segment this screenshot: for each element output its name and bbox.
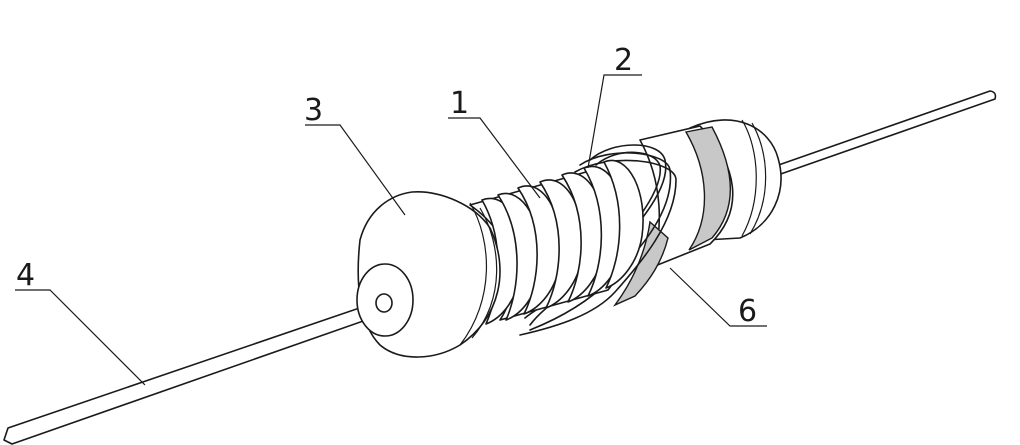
label-2: 2 bbox=[614, 43, 633, 78]
label-6: 6 bbox=[738, 294, 757, 329]
color-band-right bbox=[684, 126, 732, 251]
right-lead-wire bbox=[769, 90, 997, 177]
leader-line-3 bbox=[305, 124, 406, 216]
end-cap bbox=[356, 191, 501, 358]
label-1: 1 bbox=[450, 86, 469, 121]
lead-wire bbox=[3, 299, 390, 445]
labels: 1 2 3 4 6 bbox=[16, 43, 757, 329]
label-3: 3 bbox=[304, 93, 323, 128]
leader-line-1 bbox=[448, 117, 541, 199]
label-4: 4 bbox=[16, 258, 35, 293]
grooved-core bbox=[469, 159, 644, 325]
leader-lines bbox=[15, 74, 767, 386]
leader-line-4 bbox=[15, 289, 146, 386]
leader-line-6 bbox=[669, 267, 767, 327]
leader-line-2 bbox=[587, 74, 642, 169]
